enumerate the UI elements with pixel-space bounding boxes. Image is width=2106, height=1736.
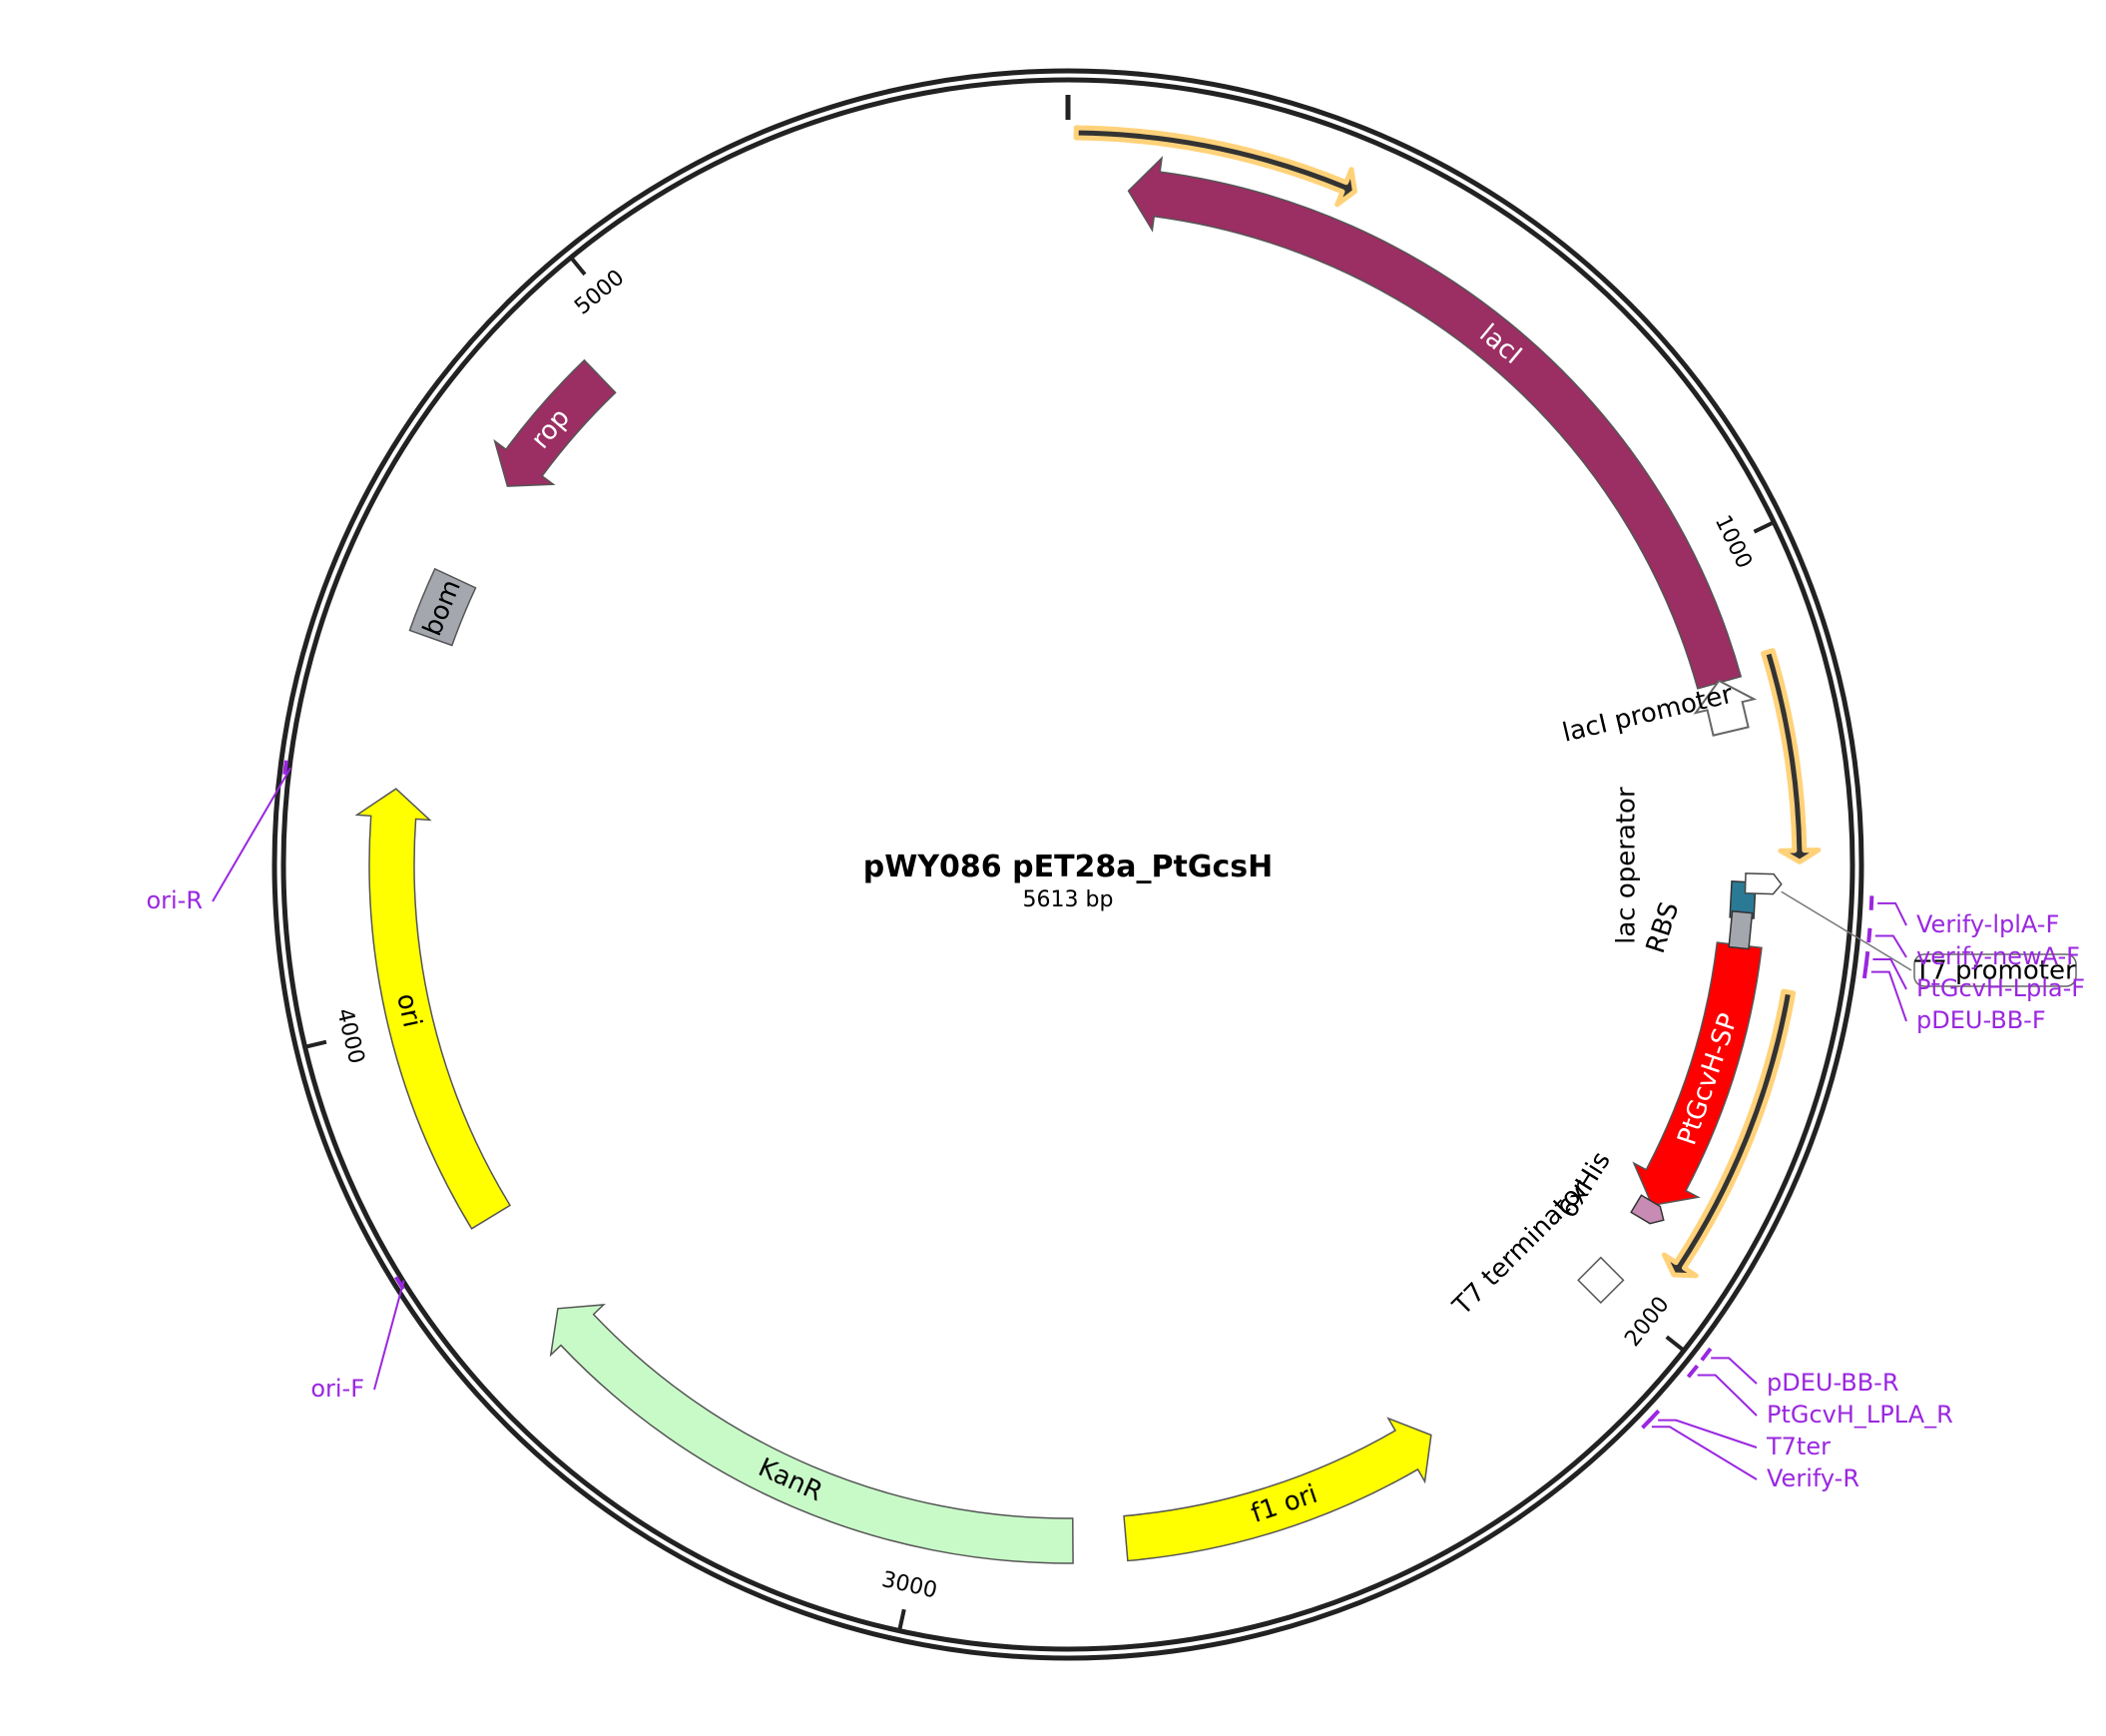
feature-arrow xyxy=(1632,941,1763,1207)
primer-leader xyxy=(1697,1374,1758,1417)
orf-arrow xyxy=(1761,648,1822,865)
tick-label: 5000 xyxy=(570,266,629,320)
primer-mark xyxy=(1866,927,1872,943)
backbone-outer-ring xyxy=(271,68,1864,1661)
plasmid-title: pWY086 pET28a_PtGcsH xyxy=(863,850,1273,884)
primer-mark xyxy=(1863,950,1870,966)
feature-arrow xyxy=(354,788,512,1230)
primer-leader xyxy=(1877,901,1907,926)
primer-verify-newA-F: verify-newA-F xyxy=(1866,927,2080,970)
primer-label: PtGcvH-Lpla-F xyxy=(1916,974,2085,1002)
plasmid-length: 5613 bp xyxy=(1023,887,1114,912)
primer-leader xyxy=(1651,1426,1758,1480)
primer-Verify-R: Verify-R xyxy=(1641,1416,1859,1492)
primer-leader xyxy=(373,1280,405,1391)
primer-label: pDEU-BB-R xyxy=(1767,1369,1899,1397)
primer-label: Verify-lplA-F xyxy=(1916,910,2059,938)
feature-arrow xyxy=(1123,1417,1432,1562)
tick-mark xyxy=(1665,1335,1686,1353)
his-tag xyxy=(1630,1194,1665,1225)
primer-label: Verify-R xyxy=(1767,1464,1859,1492)
small-feature-t7terminator: T7 terminator xyxy=(1447,1174,1625,1323)
primer-leader xyxy=(1870,970,1907,1022)
small-feature-label: lac operator xyxy=(1611,787,1641,944)
primer-label: pDEU-BB-F xyxy=(1916,1006,2046,1034)
tick-label: 1000 xyxy=(1710,511,1757,572)
primer-Verify-lplA-F: Verify-lplA-F xyxy=(1868,895,2059,938)
primer-mark xyxy=(1700,1347,1713,1362)
rbs-box xyxy=(1728,909,1754,950)
tick-mark xyxy=(1753,520,1776,534)
feature-arrow xyxy=(493,358,617,487)
primer-mark xyxy=(1861,963,1868,979)
primer-label: ori-F xyxy=(310,1375,364,1403)
primer-pDEU-BB-F: pDEU-BB-F xyxy=(1861,963,2046,1034)
feature-bom: bom xyxy=(408,567,477,647)
primer-T7ter: T7ter xyxy=(1647,1409,1831,1460)
small-feature-rbs: RBS xyxy=(1641,898,1754,957)
tick-mark xyxy=(569,256,587,277)
label-box xyxy=(1913,953,2077,987)
primer-leader xyxy=(1874,934,1907,958)
leader-line xyxy=(1781,890,1912,971)
small-feature-lacOperator: lac operator xyxy=(1611,787,1757,944)
small-feature-label: T7 promoter xyxy=(1913,956,2076,986)
small-feature-label: RBS xyxy=(1641,898,1686,957)
small-feature-label: lacI promoter xyxy=(1560,680,1737,749)
backbone-circle xyxy=(271,68,1864,1661)
feature-arrow xyxy=(1127,156,1743,690)
orf-arrows xyxy=(1073,125,1822,1279)
feature-ori: ori xyxy=(354,788,512,1230)
small-feature-lacIpromoter: lacI promoter xyxy=(1560,679,1758,749)
orf-arrow xyxy=(1661,988,1797,1279)
primer-leader xyxy=(1872,957,1907,990)
promoter-shape xyxy=(1693,679,1758,737)
tick-mark xyxy=(304,1039,327,1049)
small-feature-t7promoter: T7 promoter xyxy=(1744,872,2077,987)
primer-mark xyxy=(282,760,288,776)
tick-label: 3000 xyxy=(879,1567,939,1603)
feature-label: ori xyxy=(390,991,427,1031)
primer-PtGcvH_LPLA_R: PtGcvH_LPLA_R xyxy=(1686,1364,1953,1429)
primer-label: ori-R xyxy=(146,886,203,914)
primer-mark xyxy=(1868,895,1874,910)
primer-label: PtGcvH_LPLA_R xyxy=(1767,1401,1953,1429)
primer-leader xyxy=(212,767,291,902)
primer-label: verify-newA-F xyxy=(1916,942,2080,970)
orf-arrow xyxy=(1073,125,1357,208)
tick-label: 2000 xyxy=(1620,1292,1674,1351)
primer-mark xyxy=(1641,1416,1655,1430)
feature-lacI: lacI xyxy=(1127,156,1743,690)
terminator-shape xyxy=(1577,1256,1625,1305)
small-feature-label: T7 terminator xyxy=(1447,1174,1596,1323)
tick-label: 4000 xyxy=(331,1006,368,1066)
primer-leader xyxy=(1711,1357,1758,1385)
feature-arrow xyxy=(408,567,477,647)
tick-mark xyxy=(897,1608,906,1632)
primer-pDEU-BB-R: pDEU-BB-R xyxy=(1700,1347,1899,1397)
primer-annotations: Verify-lplA-F verify-newA-F PtGcvH-Lpla-F p… xyxy=(146,760,2085,1492)
promoter-shape xyxy=(1744,872,1783,895)
primer-ori-R: ori-R xyxy=(146,760,291,914)
feature-f1ori: f1 ori xyxy=(1123,1417,1432,1562)
primer-PtGcvH-Lpla-F: PtGcvH-Lpla-F xyxy=(1863,950,2085,1002)
primer-leader xyxy=(1658,1419,1758,1448)
primer-label: T7ter xyxy=(1766,1433,1831,1460)
feature-arrow xyxy=(549,1304,1074,1564)
backbone-inner-ring xyxy=(280,77,1855,1652)
primer-mark xyxy=(1686,1364,1700,1379)
primer-ori-F: ori-F xyxy=(310,1276,405,1403)
feature-rop: rop xyxy=(493,358,617,487)
